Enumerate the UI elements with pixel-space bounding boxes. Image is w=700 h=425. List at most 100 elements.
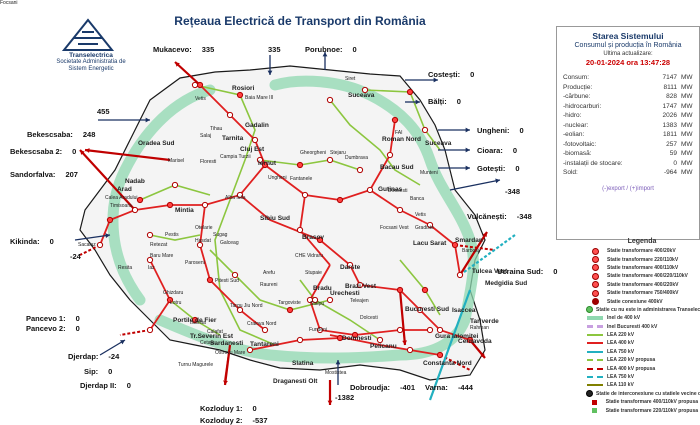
station-node	[361, 86, 369, 94]
station-node	[326, 296, 334, 304]
city-label: Sacalaz	[78, 242, 96, 248]
flow-label: Djerdap II:	[80, 381, 117, 390]
legend-item: Statie conexiune 400kV	[586, 297, 698, 306]
flow-value: -444	[457, 383, 473, 392]
station-node	[146, 256, 154, 264]
station-node	[326, 156, 334, 164]
city-label: Sibiu Sud	[260, 215, 290, 222]
flow-value: 0	[49, 237, 54, 246]
line-red-dash-icon	[586, 365, 604, 373]
status-label: Consum:	[563, 74, 590, 81]
export-arrow-sandorfalva-head	[80, 150, 85, 155]
panel-updated-value: 20-01-2024 ora 13:47:28	[585, 58, 671, 67]
city-label: Iaz	[148, 265, 155, 271]
status-unit: MW	[681, 169, 693, 176]
line-blue-dash-icon	[586, 373, 604, 381]
city-label: Draganesti Olt	[273, 378, 318, 385]
flow-value: 207	[65, 170, 78, 179]
legend-label: Statie transformare 750/400kV	[607, 290, 679, 297]
export-arrow-kozloduy	[223, 344, 232, 386]
status-label: -instalații de stocare:	[563, 159, 623, 167]
station-node	[456, 271, 464, 279]
legend-label: LEA 220 kV propusa	[607, 357, 656, 364]
city-label: Mintia	[175, 207, 194, 214]
station-node	[286, 306, 294, 314]
station-node	[416, 306, 424, 314]
line-red-icon	[586, 339, 604, 347]
legend-item: Statie transformare 400/220kV	[586, 281, 698, 289]
status-label: -nuclear:	[563, 121, 589, 129]
station-node	[231, 271, 239, 279]
logo-text: Transelectrica Societate Administratia d…	[56, 52, 126, 73]
station-node	[316, 326, 324, 334]
city-label: Floresti	[200, 159, 217, 165]
arrow-md348-head	[495, 178, 500, 184]
status-unit: MW	[681, 93, 693, 100]
flow-label: Gotești:	[477, 164, 506, 173]
city-label: Bucuresti Sud	[405, 306, 450, 313]
arrow-ungheni-head	[465, 127, 470, 133]
station-node	[436, 351, 444, 359]
station-node	[236, 191, 244, 199]
city-label: Pitesti Sud	[215, 278, 239, 284]
city-label: Lotru	[170, 300, 182, 306]
city-label: Isalnita	[190, 320, 206, 326]
station-node	[376, 336, 384, 344]
map-canvas	[74, 52, 516, 405]
city-label: Lacu Sarat	[413, 240, 447, 247]
city-label: Tr.Severin Est	[190, 333, 233, 340]
flow-value: 0	[519, 126, 524, 135]
status-unit: MW	[681, 140, 693, 148]
station-node	[386, 151, 394, 159]
station-node	[251, 136, 259, 144]
city-label: Otelarie	[195, 225, 213, 231]
legend-label: LEA 750 kV	[607, 348, 635, 355]
export-arrow-dobrudja-head	[402, 340, 407, 345]
city-label: Suceava	[348, 92, 375, 99]
status-value: -964	[663, 169, 677, 176]
station-node	[336, 334, 344, 342]
dot-red-icon	[586, 264, 604, 272]
status-value: 2026	[662, 112, 677, 119]
city-label: Marisel	[168, 158, 185, 164]
city-label: Galceag	[220, 240, 239, 246]
station-node	[246, 346, 254, 354]
export-arrow-bekescsaba-head	[85, 148, 90, 153]
flow-value: 0	[126, 381, 131, 390]
arrow-hu455-head	[145, 117, 150, 123]
city-label: Targoviste	[278, 300, 301, 306]
city-label: Retezat	[150, 242, 168, 248]
status-unit: MW	[681, 102, 693, 110]
flow-value: -1382	[335, 393, 355, 402]
dot-red-icon	[586, 247, 604, 255]
flow-value: -24	[108, 352, 120, 361]
city-label: Timisoara	[110, 203, 132, 209]
city-label: Brasov	[302, 234, 325, 241]
legend-label: Statie transformare 400/110kV	[607, 264, 679, 271]
city-label: Isaccea	[452, 307, 476, 314]
export-arrow-bg-head	[327, 400, 333, 405]
legend-item: Statie transformare 220/110kV propusa	[586, 406, 698, 414]
flow-value: 0	[470, 70, 475, 79]
arrow-gotesti-head	[465, 165, 470, 171]
station-node	[406, 346, 414, 354]
legend-item: Statie cu nu este in administrarea Trans…	[586, 306, 700, 314]
legend-title: Legenda	[627, 238, 657, 245]
legend-item: LEA 400 kV propusa	[586, 364, 698, 372]
city-label: Calafat	[207, 329, 223, 335]
status-value: 1383	[662, 121, 677, 129]
flow-value: 335	[201, 45, 215, 54]
legend-label: LEA 110 kV	[607, 382, 634, 389]
city-label: Arefu	[263, 270, 275, 276]
line-green-dash-icon	[586, 356, 604, 364]
station-node	[166, 201, 174, 209]
arrow-bg1382-head	[335, 360, 341, 365]
flow-value: 0	[75, 324, 80, 333]
legend-label: LEA 400 kV propusa	[607, 365, 656, 372]
